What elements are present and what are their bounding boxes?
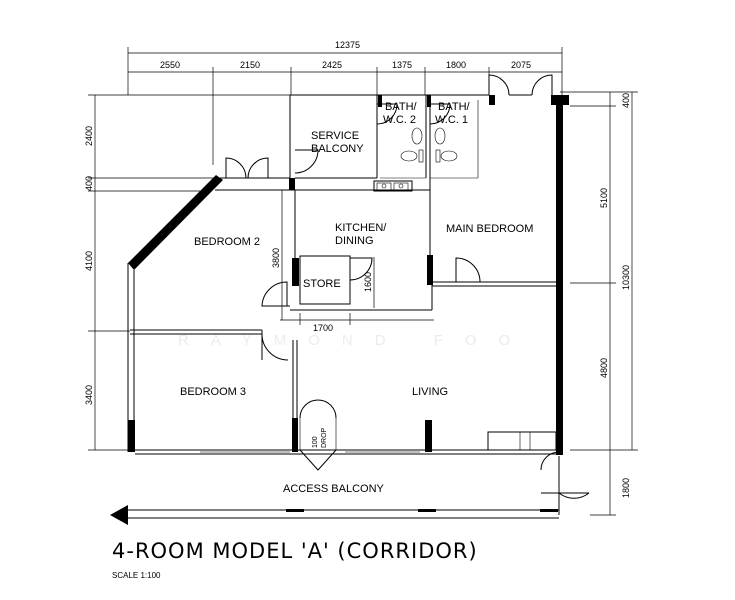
- drop-label: 100: [312, 436, 319, 448]
- bath2-door-icon: [376, 103, 398, 125]
- bath-wc2-label: BATH/: [385, 101, 418, 113]
- access-balcony-railing: [110, 505, 559, 525]
- main-bedroom-door-icon: [455, 257, 481, 283]
- dim-kitchen-height: 3800: [271, 248, 281, 268]
- scale-label: SCALE 1:100: [112, 571, 161, 580]
- bedroom2-label: BEDROOM 2: [194, 236, 260, 248]
- dim-top-total: 12375: [335, 40, 360, 50]
- wc-2-toilet-icon: [400, 150, 418, 162]
- kitchen-dining-label-2: DINING: [335, 235, 374, 247]
- dim-top: 2425: [322, 60, 342, 70]
- dim-left: 400: [84, 176, 94, 191]
- access-balcony-label: ACCESS BALCONY: [283, 483, 385, 495]
- access-door-icon: [558, 492, 590, 499]
- store-label: STORE: [303, 278, 341, 290]
- main-bedroom-label: MAIN BEDROOM: [446, 223, 533, 235]
- service-balcony-label-2: BALCONY: [311, 143, 364, 155]
- living-label: LIVING: [412, 386, 448, 398]
- dim-top: 2550: [160, 60, 180, 70]
- bath-wc1-label: BATH/: [438, 101, 471, 113]
- dim-right: 5100: [599, 188, 609, 208]
- wc-2-basin-icon: [411, 127, 423, 145]
- walls: [127, 94, 569, 455]
- dim-left: 4100: [84, 251, 94, 271]
- plan-title: 4-ROOM MODEL 'A' (CORRIDOR): [112, 539, 478, 563]
- entrance-door-icon: [299, 399, 337, 419]
- dim-store-height: 1600: [363, 272, 373, 292]
- dim-right: 400: [621, 93, 631, 108]
- bath-wc2-label-2: W.C. 2: [383, 114, 416, 126]
- dimension-labels: 12375 2550 2150 2425 1375 1800 2075 2400…: [84, 40, 631, 498]
- service-door-icon: [294, 149, 319, 174]
- bedroom2-door-icon: [261, 281, 288, 307]
- dim-right-total: 10300: [621, 265, 631, 290]
- bedroom3-label: BEDROOM 3: [180, 386, 246, 398]
- drop-label-2: DROP: [321, 427, 328, 448]
- east-wall: [556, 95, 563, 455]
- store-door-icon: [349, 257, 373, 281]
- room-labels: SERVICE BALCONY BATH/ W.C. 2 BATH/ W.C. …: [180, 101, 533, 495]
- dim-right: 1800: [621, 478, 631, 498]
- balcony-door-icon: [488, 74, 510, 96]
- doors: [225, 74, 590, 515]
- dim-store-width: 1700: [313, 323, 333, 333]
- bath-wc1-label-2: W.C. 1: [435, 114, 468, 126]
- bath1-door-icon: [429, 103, 451, 125]
- dim-left: 3400: [84, 385, 94, 405]
- dim-right: 4800: [599, 358, 609, 378]
- watermark: RAYMOND FOO: [178, 332, 532, 349]
- dim-top: 2150: [240, 60, 260, 70]
- diagonal-wall: [128, 175, 223, 270]
- dimension-lines: [88, 47, 638, 516]
- dim-top: 1800: [446, 60, 466, 70]
- wc-1-basin-icon: [434, 127, 446, 145]
- service-balcony-label: SERVICE: [311, 130, 359, 142]
- bedroom2-balcony-door-icon: [225, 157, 247, 179]
- bathroom-fixtures: [380, 100, 479, 179]
- dim-top: 2075: [511, 60, 531, 70]
- kitchen-dining-label: KITCHEN/: [335, 222, 387, 234]
- dim-top: 1375: [392, 60, 412, 70]
- wc-1-toilet-icon: [440, 150, 458, 162]
- dim-left: 2400: [84, 126, 94, 146]
